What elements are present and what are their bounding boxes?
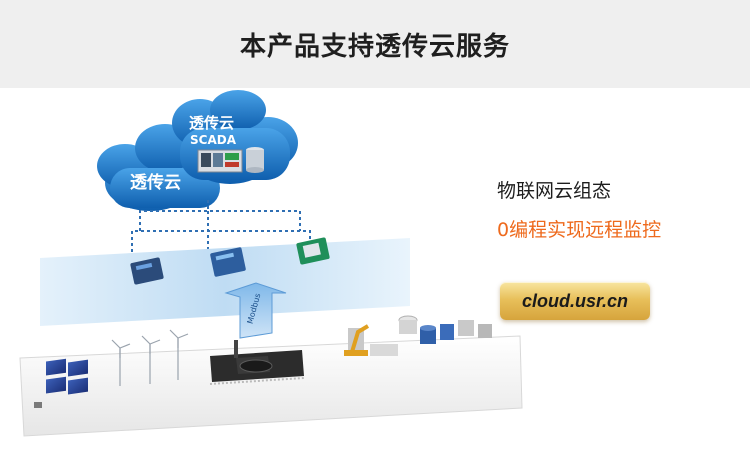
ground-platform [19,335,523,437]
cloud-group: 透传云 透传云 SCADA [97,90,298,211]
small-cloud-label: 透传云 [130,172,181,193]
network-lines [131,200,311,268]
info-panel: 物联网云组态 0编程实现远程监控 [497,176,737,242]
scada-cloud-icon: 透传云 SCADA [172,90,298,184]
page-title: 本产品支持透传云服务 [239,31,510,62]
database-icon [246,147,264,173]
service-subtitle: 物联网云组态 [497,180,612,202]
robot-arm-icon [344,324,398,356]
modbus-arrow-icon: Modbus [224,282,287,339]
gateway-module-icon [296,237,330,265]
iot-diagram: 透传云 透传云 SCADA [19,90,523,437]
header-bar: 本产品支持透传云服务 [0,0,750,88]
solar-panel-icon [34,358,88,408]
wind-turbine-icon [111,329,189,386]
gateway-device-2-icon [210,247,246,277]
scada-cloud-label-1: 透传云 [189,114,234,132]
gateway-device-1-icon [130,257,164,285]
scada-cloud-label-2: SCADA [190,133,237,147]
industrial-plant-icon [398,315,492,344]
parking-lot-icon [209,340,305,385]
cloud-url-button[interactable]: cloud.usr.cn [500,282,650,320]
scada-screen-icon [197,149,243,173]
service-highlight: 0编程实现远程监控 [497,219,662,241]
